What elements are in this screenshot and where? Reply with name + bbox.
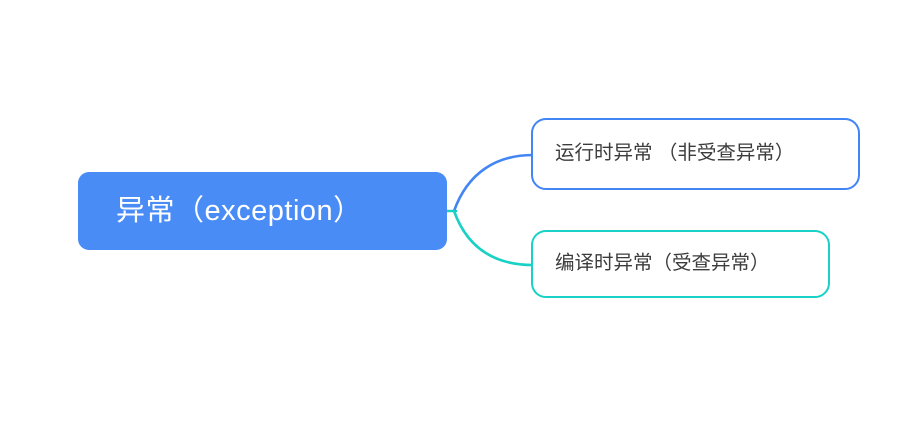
mindmap-branch-node-compile-exception[interactable]: 编译时异常（受查异常） (531, 230, 830, 298)
mindmap-branch-node-runtime-exception-label: 运行时异常 （非受查异常） (555, 142, 795, 165)
mindmap-root-node[interactable]: 异常（exception） (78, 172, 447, 250)
mindmap-branch-node-runtime-exception[interactable]: 运行时异常 （非受查异常） (531, 118, 860, 190)
connector-root-to-runtime (452, 153, 535, 213)
mindmap-branch-node-compile-exception-label: 编译时异常（受查异常） (555, 252, 770, 275)
mindmap-root-node-label: 异常（exception） (116, 194, 363, 227)
connector-root-to-compile (452, 209, 535, 267)
